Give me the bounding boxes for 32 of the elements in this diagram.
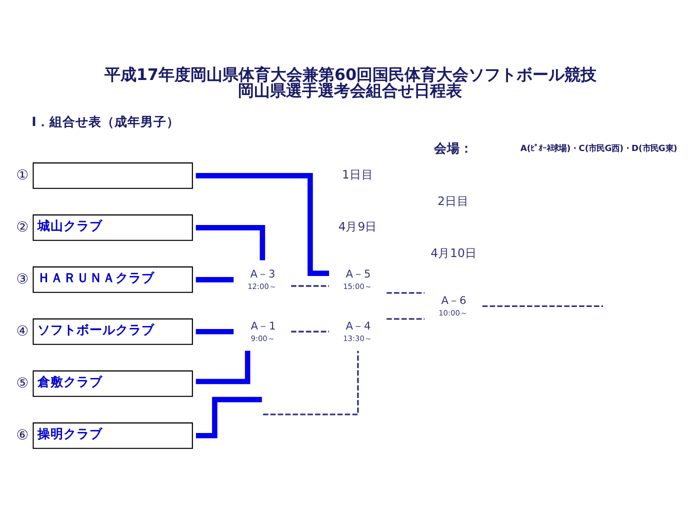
label: Ⅰ．組合せ表（成年男子）	[32, 114, 180, 130]
label: 1日目	[342, 168, 374, 182]
node-box: 倉敷クラブ	[32, 370, 193, 397]
node-box: 操明クラブ	[32, 422, 193, 449]
label: 会場：	[434, 141, 473, 156]
connector	[196, 173, 330, 276]
connector	[196, 277, 234, 282]
connector	[482, 305, 604, 308]
label: A(ﾋﾟｵｰﾈ球場)・C(市民G西)・D(市民G東)	[520, 143, 678, 154]
connector	[386, 318, 424, 320]
connector	[196, 329, 234, 334]
connector	[196, 225, 266, 260]
node-box: ソフトボールクラブ	[32, 318, 193, 345]
connector	[386, 292, 424, 294]
label: 4月10日	[430, 246, 477, 260]
node-label: ③	[16, 271, 29, 288]
connector	[291, 285, 329, 287]
connector	[196, 350, 250, 384]
connector	[263, 350, 359, 416]
node-label: ②	[16, 219, 29, 236]
connector	[196, 396, 262, 438]
diagram-title: 平成17年度岡山県体育大会兼第60回国民体育大会ソフトボール競技岡山県選手選考会組合せ日程表	[104, 65, 597, 100]
node-label: ④	[16, 323, 29, 340]
connector	[291, 330, 329, 333]
node-label: ⑤	[16, 375, 29, 392]
label: 2日目	[438, 194, 469, 208]
node-box	[32, 162, 193, 189]
node-box: 城山クラブ	[32, 214, 193, 241]
node-label: ⑥	[16, 427, 29, 444]
node-label: ①	[16, 167, 29, 184]
node-box: ＨＡＲＵＮＡクラブ	[32, 266, 193, 293]
label: 4月9日	[338, 220, 378, 234]
